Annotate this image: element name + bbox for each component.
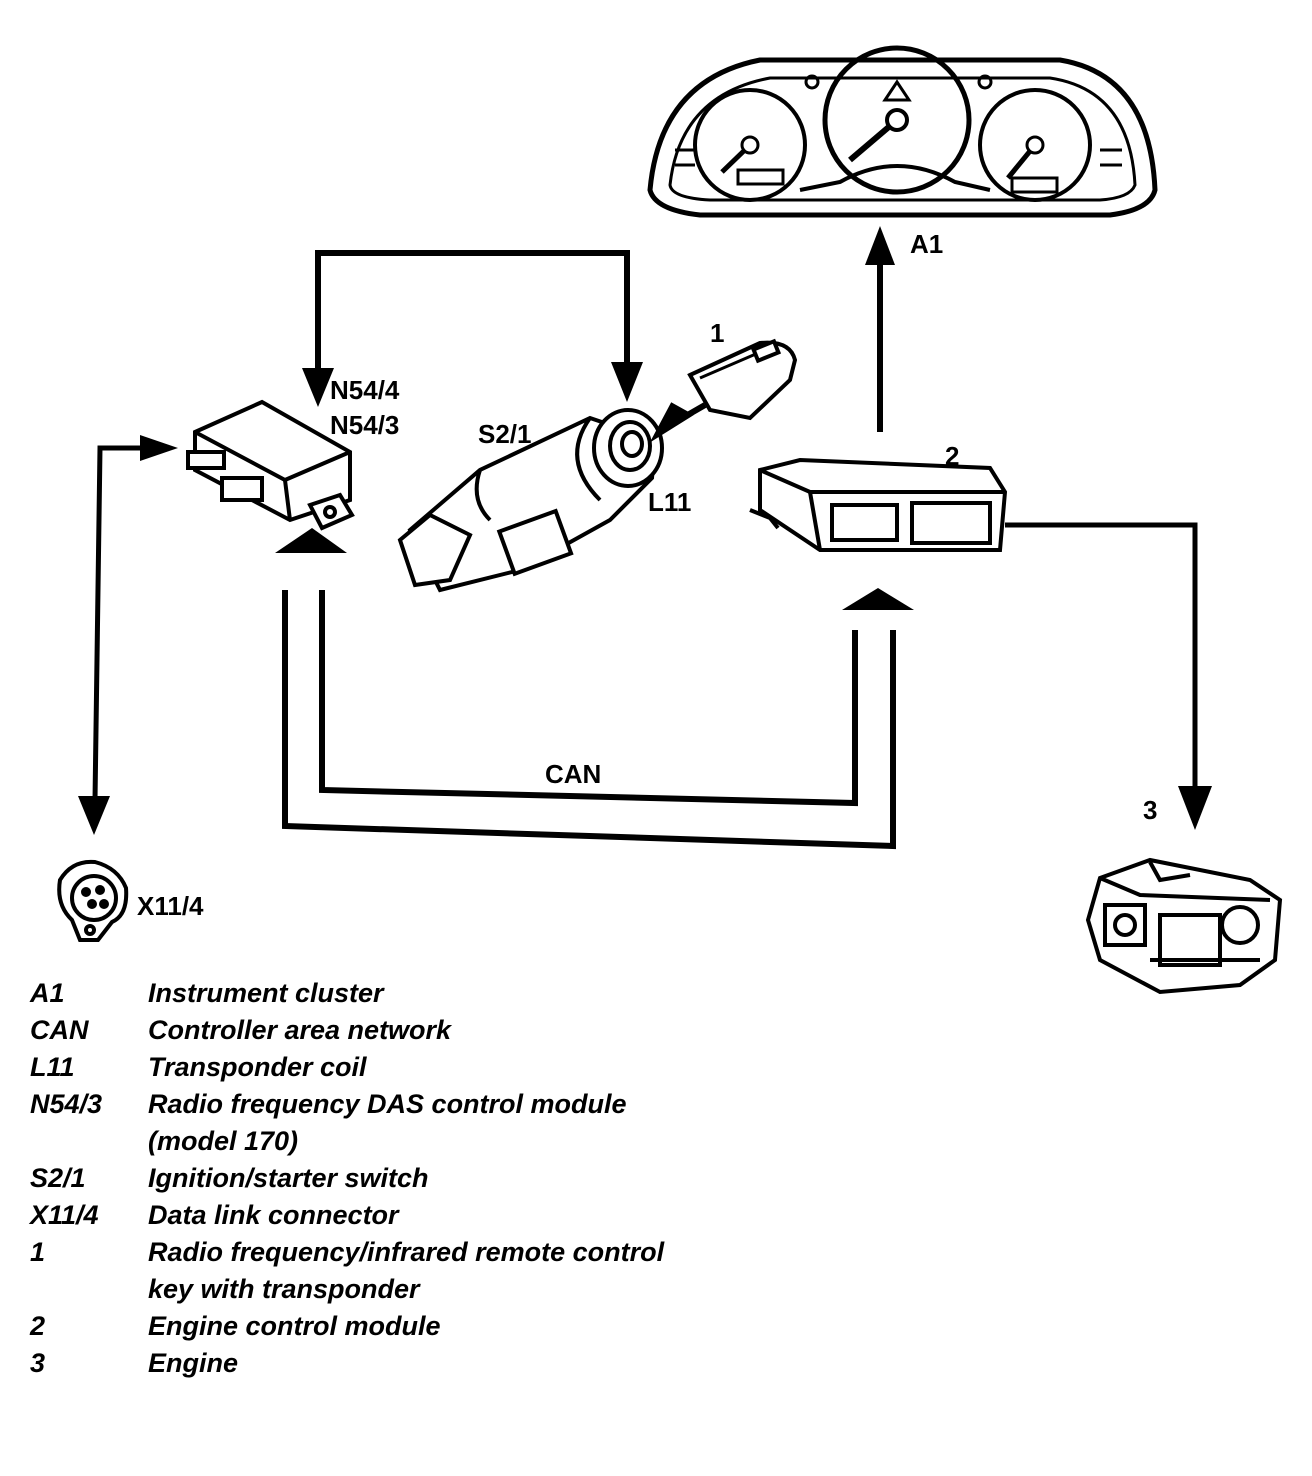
label-engine-3: 3	[1143, 795, 1158, 825]
legend-description: Radio frequency DAS control module (mode…	[148, 1089, 627, 1156]
legend-row: L11 Transponder coil	[30, 1049, 730, 1086]
das-ignition-link	[302, 250, 643, 407]
data-link-connector-icon	[57, 859, 129, 942]
legend-code: N54/3	[30, 1089, 103, 1119]
legend-row: N54/3 Radio frequency DAS control module …	[30, 1086, 730, 1160]
legend-description: Engine control module	[148, 1311, 441, 1341]
legend-description: Ignition/starter switch	[148, 1163, 429, 1193]
legend-code: S2/1	[30, 1163, 86, 1193]
label-can: CAN	[545, 759, 602, 789]
label-n54-4: N54/4	[330, 375, 400, 405]
legend-description: Radio frequency/infrared remote control …	[148, 1237, 665, 1304]
ignition-switch-icon	[397, 408, 664, 593]
legend-code: CAN	[30, 1015, 89, 1045]
legend-row: CAN Controller area network	[30, 1012, 730, 1049]
legend-code: A1	[30, 978, 65, 1008]
legend-row: 2 Engine control module	[30, 1308, 730, 1345]
legend-code: X11/4	[30, 1200, 99, 1230]
engine-icon	[1085, 857, 1283, 995]
remote-key-icon	[649, 338, 798, 443]
ecm-to-engine-arrow	[1005, 522, 1212, 830]
label-s2-1: S2/1	[478, 419, 532, 449]
legend-code: 1	[30, 1237, 46, 1267]
legend-description: Data link connector	[148, 1200, 399, 1230]
dlc-to-das-arrow	[78, 435, 178, 835]
legend-description: Engine	[148, 1348, 239, 1378]
ecm-to-cluster-arrow	[865, 226, 895, 432]
can-bus-lines	[275, 528, 914, 850]
legend-row: 3 Engine	[30, 1345, 730, 1382]
legend-row: S2/1 Ignition/starter switch	[30, 1160, 730, 1197]
legend-row: X11/4 Data link connector	[30, 1197, 730, 1234]
label-key-1: 1	[710, 318, 725, 348]
legend-code: 3	[30, 1348, 46, 1378]
label-x11-4: X11/4	[137, 891, 204, 921]
legend-row: 1 Radio frequency/infrared remote control…	[30, 1234, 730, 1308]
legend-description: Transponder coil	[148, 1052, 367, 1082]
legend-code: 2	[30, 1311, 46, 1341]
instrument-cluster-icon	[647, 45, 1158, 218]
das-control-module-icon	[186, 399, 355, 531]
legend: A1 Instrument cluster CAN Controller area …	[30, 975, 730, 1382]
label-a1: A1	[910, 229, 944, 259]
label-ecm-2: 2	[945, 441, 960, 471]
legend-code: L11	[30, 1052, 75, 1082]
legend-description: Controller area network	[148, 1015, 452, 1045]
engine-control-module-icon	[749, 457, 1008, 552]
label-l11: L11	[648, 487, 692, 517]
label-n54-3: N54/3	[330, 410, 400, 440]
legend-row: A1 Instrument cluster	[30, 975, 730, 1012]
legend-description: Instrument cluster	[148, 978, 384, 1008]
